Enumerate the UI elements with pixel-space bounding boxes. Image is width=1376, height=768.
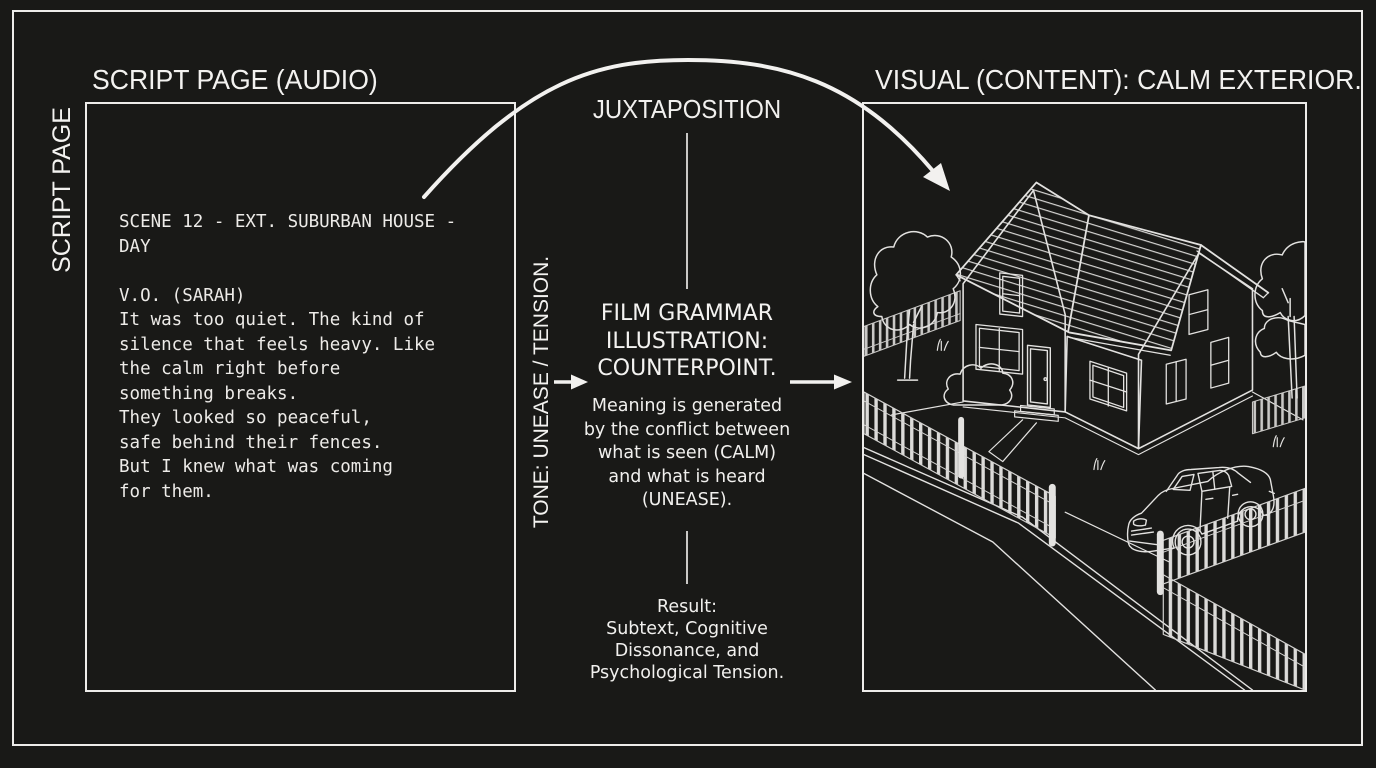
tree-right (1254, 240, 1305, 399)
house-front-right-wall (1064, 335, 1143, 450)
result-text: Result: Subtext, Cognitive Dissonance, a… (589, 597, 785, 683)
picket-fence-right-rise (1156, 487, 1305, 596)
front-right-window (1089, 360, 1128, 412)
house-roof (955, 181, 1270, 356)
film-grammar-body: Meaning is generated by the conflict bet… (583, 396, 791, 510)
grass-tufts (936, 338, 1285, 471)
film-grammar-title: FILM GRAMMAR ILLUSTRATION: COUNTERPOINT. (597, 301, 777, 381)
script-page-box (85, 102, 516, 692)
script-page-vertical-label: SCRIPT PAGE (48, 107, 76, 273)
suburban-house-illustration (864, 181, 1305, 690)
tone-vertical-label: TONE: UNEASE / TENSION. (530, 255, 553, 529)
shrub (943, 363, 1014, 406)
visual-content-heading: VISUAL (CONTENT): CALM EXTERIOR. (875, 64, 1362, 95)
picket-fence-left-back (864, 290, 961, 357)
side-small-window (1165, 358, 1187, 405)
juxtaposition-label: JUXTAPOSITION (592, 94, 782, 124)
script-page-audio-heading: SCRIPT PAGE (AUDIO) (92, 64, 378, 95)
front-door (1026, 344, 1052, 409)
parked-car (1126, 465, 1275, 556)
outer-frame (12, 10, 1363, 746)
script-text: SCENE 12 - EXT. SUBURBAN HOUSE - DAY V.O… (119, 212, 457, 502)
picket-fence-right-fall (1162, 574, 1305, 690)
house-foundation-line (962, 395, 1254, 456)
visual-content-box (862, 102, 1307, 692)
door-steps (1014, 404, 1059, 422)
picket-fence-left-front (864, 391, 1056, 547)
side-gable-window (1188, 289, 1209, 336)
house-front-gable-wall (962, 189, 1066, 422)
gable-window (999, 272, 1024, 318)
side-tall-window (1210, 336, 1230, 389)
house-side-gable-wall (1137, 252, 1254, 450)
front-bay-window (975, 323, 1024, 375)
